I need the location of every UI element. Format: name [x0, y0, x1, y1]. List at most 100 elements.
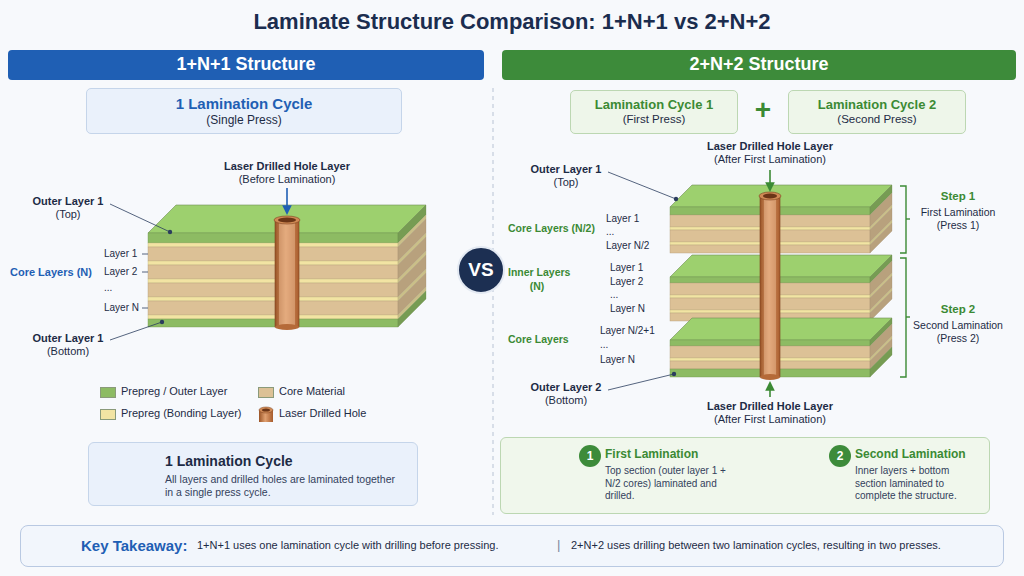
drilled-hole	[759, 192, 781, 380]
node-text: (Second Press)	[837, 113, 916, 127]
callout-label: First Lamination	[921, 206, 996, 218]
node-text: (Single Press)	[206, 113, 281, 127]
callout-label: Outer Layer 1	[33, 332, 104, 345]
leader-line	[608, 172, 676, 199]
node-text: 1+N+1 uses one lamination cycle with dri…	[197, 539, 498, 553]
callout-label: ...	[610, 289, 618, 301]
layer-side	[870, 347, 892, 377]
layer-front	[148, 319, 398, 327]
callout-label: ...	[600, 339, 608, 351]
layer-front	[148, 315, 398, 319]
plus-sign: +	[755, 94, 771, 126]
divider	[493, 88, 494, 515]
top-face	[670, 318, 892, 340]
callout-label: Core Layers	[508, 333, 569, 345]
node-heading: First Lamination	[605, 447, 698, 462]
leader-dot	[160, 320, 164, 324]
layer-front	[148, 301, 398, 315]
cycle-box: 1 Lamination Cycle(Single Press)	[86, 88, 402, 134]
leader-dot	[674, 197, 678, 201]
node-heading: Key Takeaway:	[81, 537, 187, 556]
callout-label: (After First Lamination)	[714, 413, 826, 426]
leader-line	[608, 374, 674, 390]
callout-label: Laser Drilled Hole Layer	[707, 400, 833, 413]
hole-rim	[759, 192, 781, 200]
node-heading: 2+N+2 Structure	[689, 54, 828, 76]
layer-front	[148, 261, 398, 265]
step-number: 1	[579, 445, 601, 467]
callout-label: (Top)	[553, 176, 578, 189]
bracket	[900, 258, 906, 377]
callout-label: Layer N/2+1	[600, 325, 655, 337]
callout-label: (N)	[530, 280, 545, 292]
layer-front	[148, 283, 398, 297]
tick-line	[142, 254, 148, 255]
callout-label: ...	[606, 226, 614, 238]
node-heading: VS	[468, 259, 493, 282]
header-band: 2+N+2 Structure	[502, 50, 1016, 80]
callout-label: Layer N/2	[606, 240, 649, 252]
callout-label: Layer N	[104, 302, 139, 314]
node-text: Top section (outer layer 1 + N/2 cores) …	[605, 465, 730, 503]
leader-line	[110, 322, 162, 340]
header-band: 1+N+1 Structure	[8, 50, 484, 80]
laminate-slab	[670, 318, 892, 377]
legend-swatch	[100, 387, 116, 398]
callout-label: Laser Drilled Hole Layer	[224, 160, 350, 173]
hole-opening	[278, 218, 296, 223]
callout-label: Outer Layer 2	[531, 381, 602, 394]
laminate-slab	[670, 185, 892, 253]
node-text: 2+N+2 uses drilling between two laminati…	[571, 539, 941, 553]
callout-label: Core Layers (N/2)	[508, 222, 595, 234]
callout-label: Layer N	[610, 303, 645, 315]
hole-barrel	[275, 220, 299, 327]
callout-label: (Press 2)	[937, 332, 980, 344]
pointer-arrow	[769, 170, 771, 190]
layer-side	[398, 291, 426, 327]
legend-hole-icon	[259, 407, 273, 422]
hole-bottom	[275, 324, 299, 330]
callout-label: (After First Lamination)	[714, 153, 826, 166]
takeaway-box: Key Takeaway: 1+N+1 uses one lamination c…	[20, 525, 1004, 567]
tick-line	[142, 308, 148, 309]
laminate-slab	[148, 205, 426, 327]
layer-front	[148, 279, 398, 283]
drilled-hole	[274, 216, 300, 330]
layer-front	[148, 297, 398, 301]
callout-label: (Bottom)	[47, 345, 89, 358]
callout-label: Outer Layer 1	[33, 195, 104, 208]
legend-text: Prepreg / Outer Layer	[121, 385, 227, 397]
bracket	[900, 186, 906, 253]
legend-text: Prepreg (Bonding Layer)	[121, 407, 241, 419]
legend-swatch	[258, 387, 274, 398]
cycle-box: Lamination Cycle 2(Second Press)	[788, 90, 966, 134]
hole-rim	[274, 216, 300, 224]
legend-hole-rim	[259, 407, 273, 413]
leader-dot	[168, 230, 172, 234]
tick-line	[142, 272, 148, 273]
leader-line	[110, 204, 170, 232]
laminate-slab	[670, 255, 892, 321]
callout-label: Laser Drilled Hole Layer	[707, 140, 833, 153]
node-heading: Lamination Cycle 2	[818, 97, 936, 113]
top-face	[670, 185, 892, 207]
callout-label: Layer 2	[610, 276, 643, 288]
top-face	[670, 255, 892, 277]
node-heading: Lamination Cycle 1	[595, 97, 713, 113]
layer-front	[148, 265, 398, 279]
callout-label: Layer 2	[104, 266, 137, 278]
legend-text: Laser Drilled Hole	[279, 407, 366, 419]
callout-label: Second Lamination	[913, 319, 1003, 331]
callout-label: (Top)	[55, 208, 80, 221]
node-text: Inner layers + bottom section laminated …	[855, 465, 983, 503]
node-heading: 1 Lamination Cycle	[165, 453, 293, 471]
node-heading: 1 Lamination Cycle	[176, 95, 313, 113]
callout-label: (Bottom)	[545, 394, 587, 407]
vs-circle: VS	[457, 246, 505, 294]
title: Laminate Structure Comparison: 1+N+1 vs …	[0, 9, 1024, 34]
callout-label: Step 1	[941, 190, 976, 203]
hole-barrel	[760, 196, 780, 377]
callout-label: Outer Layer 1	[531, 163, 602, 176]
cycle-box: Lamination Cycle 1(First Press)	[570, 90, 738, 134]
